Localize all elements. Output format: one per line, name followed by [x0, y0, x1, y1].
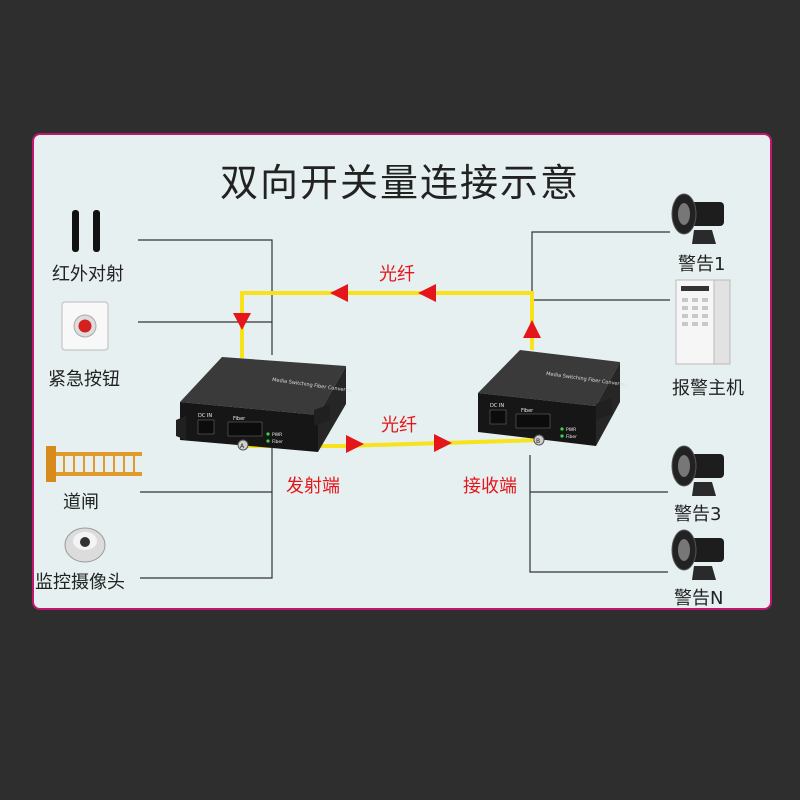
arrow-up	[523, 320, 541, 338]
alarm-n-label: 警告N	[674, 584, 723, 610]
converter-left-led-label: Fiber	[272, 439, 283, 445]
emergency-button-label: 紧急按钮	[48, 365, 120, 391]
barrier-gate-icon	[46, 446, 142, 482]
dome-camera-icon	[65, 528, 105, 562]
converter-right-port-label: B	[536, 438, 540, 445]
wire-receiver	[530, 455, 668, 572]
page-title: 双向开关量连接示意	[0, 152, 800, 207]
fiber-top-line	[242, 293, 532, 358]
converter-left: Media Switching Fiber Converter DC IN Fi…	[176, 357, 354, 452]
converter-left-dc-label: DC IN	[198, 413, 212, 419]
arrow-bottom-2	[434, 434, 452, 452]
barrier-gate-label: 道闸	[63, 488, 99, 514]
infrared-icon	[72, 210, 100, 252]
arrow-top-1	[418, 284, 436, 302]
alarm-3-label: 警告3	[674, 500, 721, 526]
receiver-label: 接收端	[463, 472, 517, 498]
horn-icon-alarm-3	[672, 446, 724, 496]
fiber-top-label: 光纤	[379, 260, 415, 286]
emergency-button-icon	[62, 302, 108, 350]
alarm-host-label: 报警主机	[672, 374, 744, 400]
wire-infrared	[138, 240, 272, 355]
converter-right-led-label: Fiber	[566, 434, 577, 440]
converter-left-fiber-label: Fiber	[233, 416, 246, 422]
fiber-bottom-label: 光纤	[381, 411, 417, 437]
transmitter-label: 发射端	[286, 472, 340, 498]
wire-alarm1-host	[532, 232, 670, 300]
alarm-1-label: 警告1	[678, 250, 725, 276]
arrow-bottom-1	[346, 435, 364, 453]
converter-right-fiber-label: Fiber	[521, 408, 534, 414]
horn-icon-alarm-n	[672, 530, 724, 580]
wire-gate-camera	[140, 438, 272, 578]
converter-left-pwr-label: PWR	[272, 432, 282, 438]
camera-label: 监控摄像头	[35, 568, 125, 594]
alarm-host-panel-icon	[676, 280, 730, 364]
converter-right-dc-label: DC IN	[490, 403, 504, 409]
converter-right: Media Switching Fiber Converter DC IN Fi…	[478, 350, 628, 446]
converter-right-pwr-label: PWR	[566, 427, 576, 433]
infrared-label: 红外对射	[52, 260, 124, 286]
arrow-top-2	[330, 284, 348, 302]
